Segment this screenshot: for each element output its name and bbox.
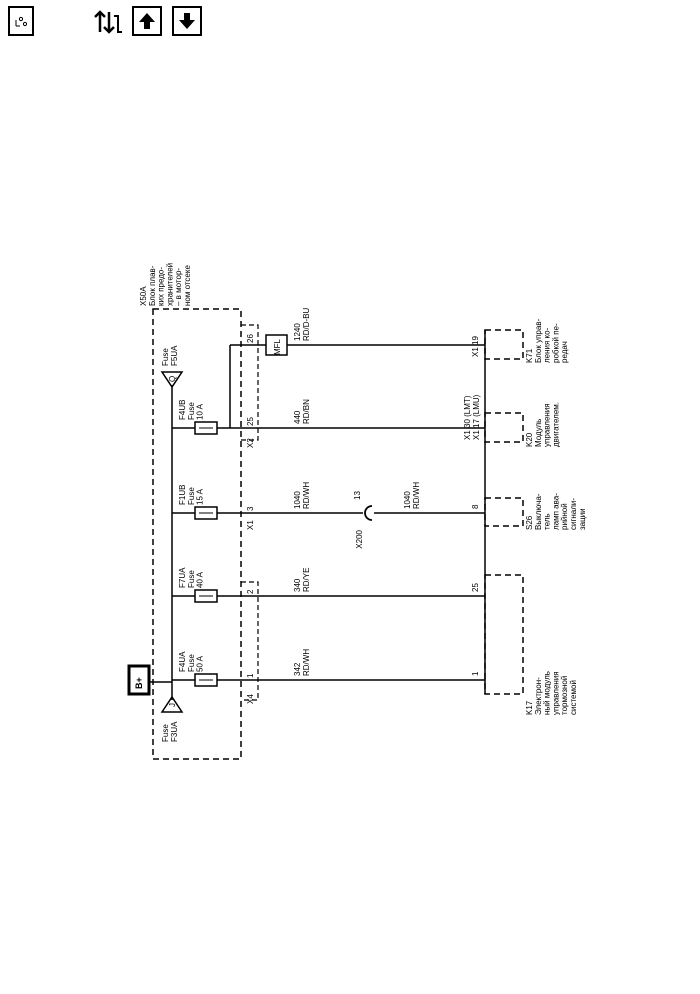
- pin-26: 26: [246, 334, 255, 343]
- splice-x200-label: X200: [355, 529, 364, 548]
- fuse-label-f1ub: F1UBFuse15 A: [178, 485, 205, 505]
- fuse-block-label: X50AБлок плав-ких предо-хранителей– в мо…: [139, 263, 192, 306]
- wire-label-w440: 440RD/BN: [293, 399, 311, 424]
- pin-1: 1: [246, 673, 255, 678]
- s26-pin: 8: [471, 504, 480, 509]
- wire-label-w340: 340RD/YE: [293, 568, 311, 592]
- wire-label-w1040b: 1040RD/WH: [403, 482, 421, 509]
- scroll-down-button[interactable]: [172, 6, 202, 36]
- arrow-down-icon: [179, 13, 195, 29]
- fuse-f3ua-letter: J: [168, 703, 177, 707]
- legend-button[interactable]: [8, 6, 34, 36]
- fuse-f3ua-label: FuseF3UA: [161, 721, 179, 742]
- k17-box: [484, 574, 524, 695]
- k17-label: K17Электрон-ный модульуправлениятормозно…: [525, 671, 578, 715]
- fuse-block-boundary: [152, 308, 242, 760]
- k71-box: [484, 329, 524, 360]
- k20-box: [484, 412, 524, 443]
- fuse-triangle-f5ua: [160, 371, 184, 389]
- connector-x4: X4: [246, 694, 255, 704]
- wire-label-w1040a: 1040RD/WH: [293, 482, 311, 509]
- k20-label: K20Модульуправлениядвигателем.: [525, 402, 560, 447]
- b-plus-label: B+: [134, 677, 144, 689]
- tools-button[interactable]: [90, 6, 126, 38]
- connector-x2-boundary: [241, 324, 259, 441]
- pin-25: 25: [246, 417, 255, 426]
- toolbar: [0, 0, 700, 44]
- k17-pin-1: 1: [471, 671, 480, 676]
- k71-label: K71Блок управ-ления ко-робкой пе-редач: [525, 318, 569, 363]
- legend-icon: [15, 16, 28, 27]
- scroll-up-button[interactable]: [132, 6, 162, 36]
- wire-label-w1240: 1240RD/D-BU: [293, 307, 311, 341]
- splice-x200: [364, 505, 373, 521]
- k17-pin-25: 25: [471, 583, 480, 592]
- fuse-f5ua-label: FuseF5UA: [161, 345, 179, 366]
- s26-label: S26Выключа-тельламп ава-рийнойсигнали-за…: [525, 493, 587, 530]
- pin-2: 2: [246, 589, 255, 594]
- fuse-triangle-f3ua: [160, 695, 184, 713]
- connector-x2: X2: [246, 438, 255, 448]
- tools-icon: [94, 10, 122, 34]
- fuse-label-f7ua: F7UAFuse40 A: [178, 567, 205, 588]
- fuse-label-f4ub: F4UBFuse10 A: [178, 400, 205, 420]
- arrow-up-icon: [139, 13, 155, 29]
- connector-x1: X1: [246, 520, 255, 530]
- mfl-label: MFL: [273, 338, 282, 355]
- connector-x4-boundary: [241, 581, 259, 701]
- s26-box: [484, 497, 524, 527]
- fuse-label-f4ua: F4UAFuse50 A: [178, 651, 205, 672]
- fuse-f5ua-letter: Q: [168, 376, 177, 382]
- pin-3: 3: [246, 506, 255, 511]
- k71-pins: X1 19: [471, 336, 480, 357]
- mfl-box: [265, 334, 288, 356]
- splice-x200-pin: 13: [353, 491, 362, 500]
- k20-pins: X1 30 (LMT)X1 17 (LMU): [463, 394, 481, 440]
- wire-label-w342: 342RD/WH: [293, 649, 311, 676]
- b-plus-box: [127, 664, 151, 696]
